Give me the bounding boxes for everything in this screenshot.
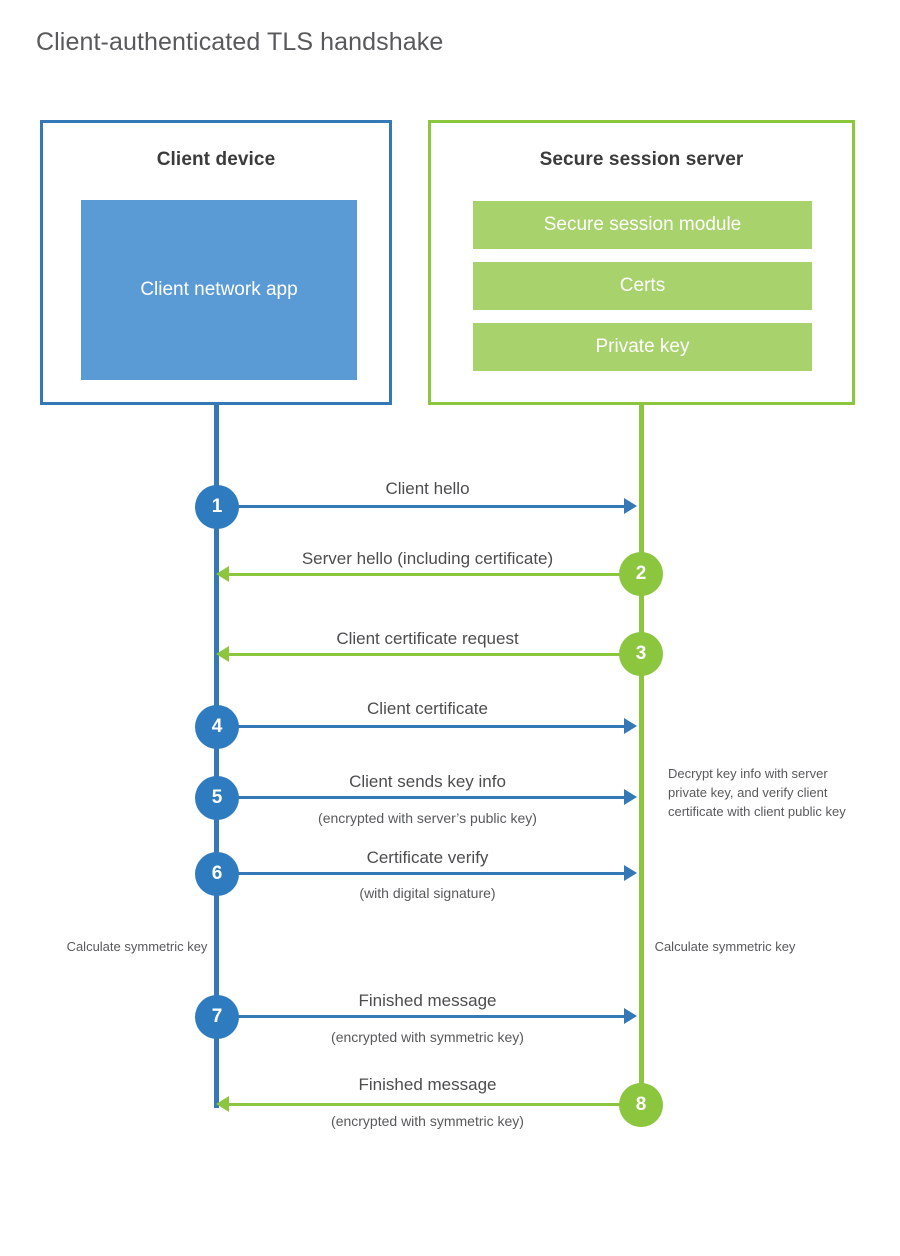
step-3-circle: 3 [619,632,663,676]
server-lifeline [639,405,644,1105]
step-7-arrowhead-icon [624,1008,637,1024]
step-8-arrow-line [228,1103,640,1106]
server-component-certs: Certs [473,262,812,310]
server-component-private-key: Private key [473,323,812,371]
step-1-arrow-line [216,505,626,508]
step-6-label: Certificate verify [366,848,489,867]
page-title: Client-authenticated TLS handshake [36,28,444,56]
step-4-arrowhead-icon [624,718,637,734]
step-8-sublabel: (encrypted with symmetric key) [331,1113,524,1129]
step-1-label: Client hello [385,479,470,498]
client-lifeline [214,405,219,1108]
secure-session-server-title: Secure session server [539,149,744,170]
step-6-sublabel: (with digital signature) [359,885,496,901]
step-2-label: Server hello (including certificate) [301,549,554,568]
step-5-arrow-line [216,796,626,799]
step-7-label: Finished message [358,991,497,1010]
server-calculate-symmetric-key-note: Calculate symmetric key [654,939,796,954]
step-4-arrow-line [216,725,626,728]
step-5-sublabel: (encrypted with server’s public key) [318,810,537,826]
step-4-label: Client certificate [367,699,488,718]
step-2-arrow-line [228,573,640,576]
step-7-sublabel: (encrypted with symmetric key) [331,1029,524,1045]
server-component-secure-session-module: Secure session module [473,201,812,249]
step-4-circle: 4 [195,705,239,749]
step-3-arrow-line [228,653,640,656]
step-5-circle: 5 [195,776,239,820]
step-7-circle: 7 [195,995,239,1039]
step-8-label: Finished message [358,1075,497,1094]
client-device-box: Client device Client network app [40,120,392,405]
step-5-label: Client sends key info [349,772,506,791]
secure-session-server-box: Secure session server Secure session mod… [428,120,855,405]
step-3-label: Client certificate request [336,629,519,648]
step-8-circle: 8 [619,1083,663,1127]
step-8-arrowhead-icon [216,1096,229,1112]
client-network-app-block: Client network app [81,200,357,380]
server-decrypt-note: Decrypt key info with server private key… [668,766,846,819]
server-component-list: Secure session module Certs Private key [473,201,812,384]
step-3-arrowhead-icon [216,646,229,662]
client-device-title: Client device [156,149,276,170]
client-calculate-symmetric-key-note: Calculate symmetric key [66,939,208,954]
step-6-circle: 6 [195,852,239,896]
step-7-arrow-line [216,1015,626,1018]
step-1-arrowhead-icon [624,498,637,514]
step-1-circle: 1 [195,485,239,529]
step-6-arrow-line [216,872,626,875]
step-6-arrowhead-icon [624,865,637,881]
step-5-arrowhead-icon [624,789,637,805]
step-2-arrowhead-icon [216,566,229,582]
step-2-circle: 2 [619,552,663,596]
